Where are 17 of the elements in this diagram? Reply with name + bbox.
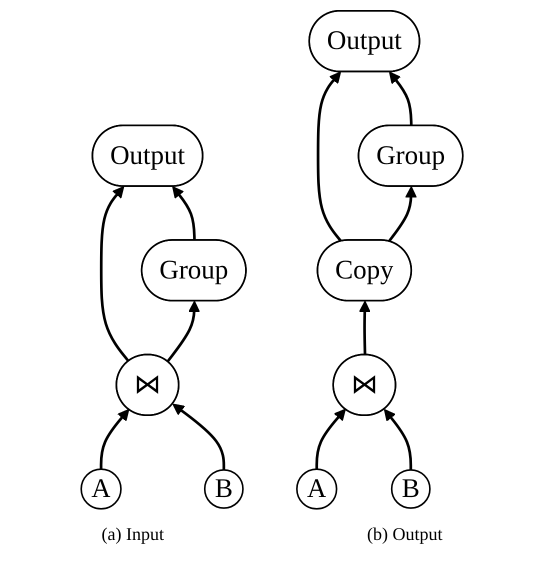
arrow: [358, 300, 371, 356]
node-circle: B: [390, 469, 431, 509]
node-circle: B: [204, 469, 244, 509]
node-circle: A: [296, 468, 338, 510]
arrow: [172, 404, 226, 470]
arrow: [316, 72, 342, 242]
arrow: [384, 408, 412, 470]
arrow: [388, 186, 417, 242]
figure-caption: (a) Input: [100, 523, 165, 546]
arrow: [172, 186, 196, 241]
arrow: [389, 72, 413, 126]
node-circle: A: [80, 468, 122, 510]
figure-caption: (b) Output: [366, 523, 444, 546]
arrow: [166, 300, 200, 362]
arrow: [100, 186, 130, 362]
arrow: [315, 408, 346, 470]
arrow: [100, 408, 130, 470]
